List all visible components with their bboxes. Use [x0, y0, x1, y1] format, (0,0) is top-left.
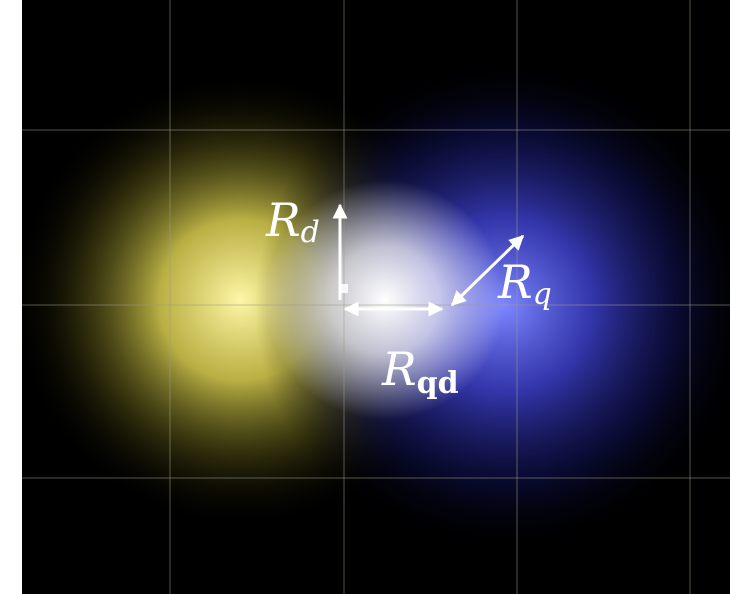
r-q-arrow — [450, 234, 525, 307]
r-q-label-main: R — [497, 255, 533, 309]
r-d-label: Rd — [265, 193, 320, 250]
r-qd-label: Rqd — [381, 342, 459, 401]
r-d-label-sub: d — [301, 215, 320, 250]
r-q-label-sub: q — [533, 277, 552, 312]
r-d-label-main: R — [265, 193, 301, 247]
grid-lines — [22, 0, 730, 594]
r-qd-label-main: R — [381, 342, 417, 396]
origin-marker — [339, 284, 348, 293]
r-q-label: Rq — [497, 255, 552, 312]
white-center-glow — [22, 0, 730, 594]
r-qd-label-sub: qd — [417, 366, 459, 401]
